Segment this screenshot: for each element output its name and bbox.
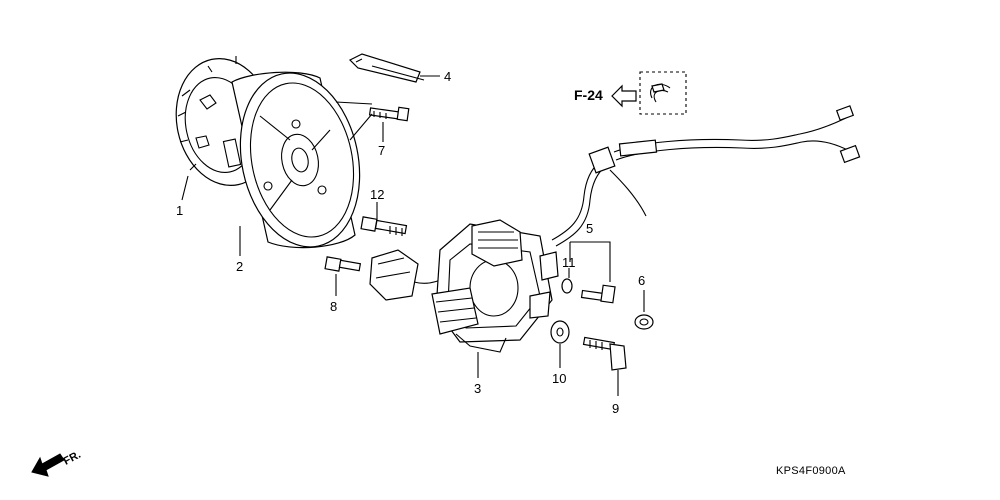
callout-4: 4 xyxy=(444,69,452,84)
part-3-stator[interactable] xyxy=(431,219,559,378)
wire-harness[interactable] xyxy=(551,105,861,247)
diagram-code: KPS4F0900A xyxy=(776,465,846,477)
direction-arrow-icon xyxy=(31,453,65,477)
reference-box xyxy=(639,71,687,115)
callout-12: 12 xyxy=(370,187,385,202)
part-8-bolt[interactable] xyxy=(324,256,362,296)
part-7-bolt[interactable] xyxy=(335,101,410,142)
part-9-bolt[interactable] xyxy=(582,336,627,396)
reference-arrow-icon xyxy=(611,84,637,108)
part-10-washer[interactable] xyxy=(550,320,570,368)
callout-10: 10 xyxy=(552,371,567,386)
callout-2: 2 xyxy=(236,259,244,274)
callout-9: 9 xyxy=(612,401,620,416)
callout-5: 5 xyxy=(586,221,594,236)
part-4-clip[interactable] xyxy=(348,53,440,83)
part-2-flywheel[interactable] xyxy=(222,62,375,258)
callout-8: 8 xyxy=(330,299,338,314)
callout-1: 1 xyxy=(176,203,184,218)
callout-6: 6 xyxy=(638,273,646,288)
reference-label: F-24 xyxy=(574,87,603,103)
pulser-coil[interactable] xyxy=(369,249,453,301)
callout-11: 11 xyxy=(562,255,576,270)
callout-3: 3 xyxy=(474,381,482,396)
part-11-washer[interactable] xyxy=(561,268,573,294)
part-12-bolt[interactable] xyxy=(360,202,408,236)
leader-line-1 xyxy=(181,175,189,201)
part-5-bolt[interactable] xyxy=(569,241,616,304)
callout-7: 7 xyxy=(378,143,386,158)
part-6-grommet[interactable] xyxy=(634,290,654,330)
